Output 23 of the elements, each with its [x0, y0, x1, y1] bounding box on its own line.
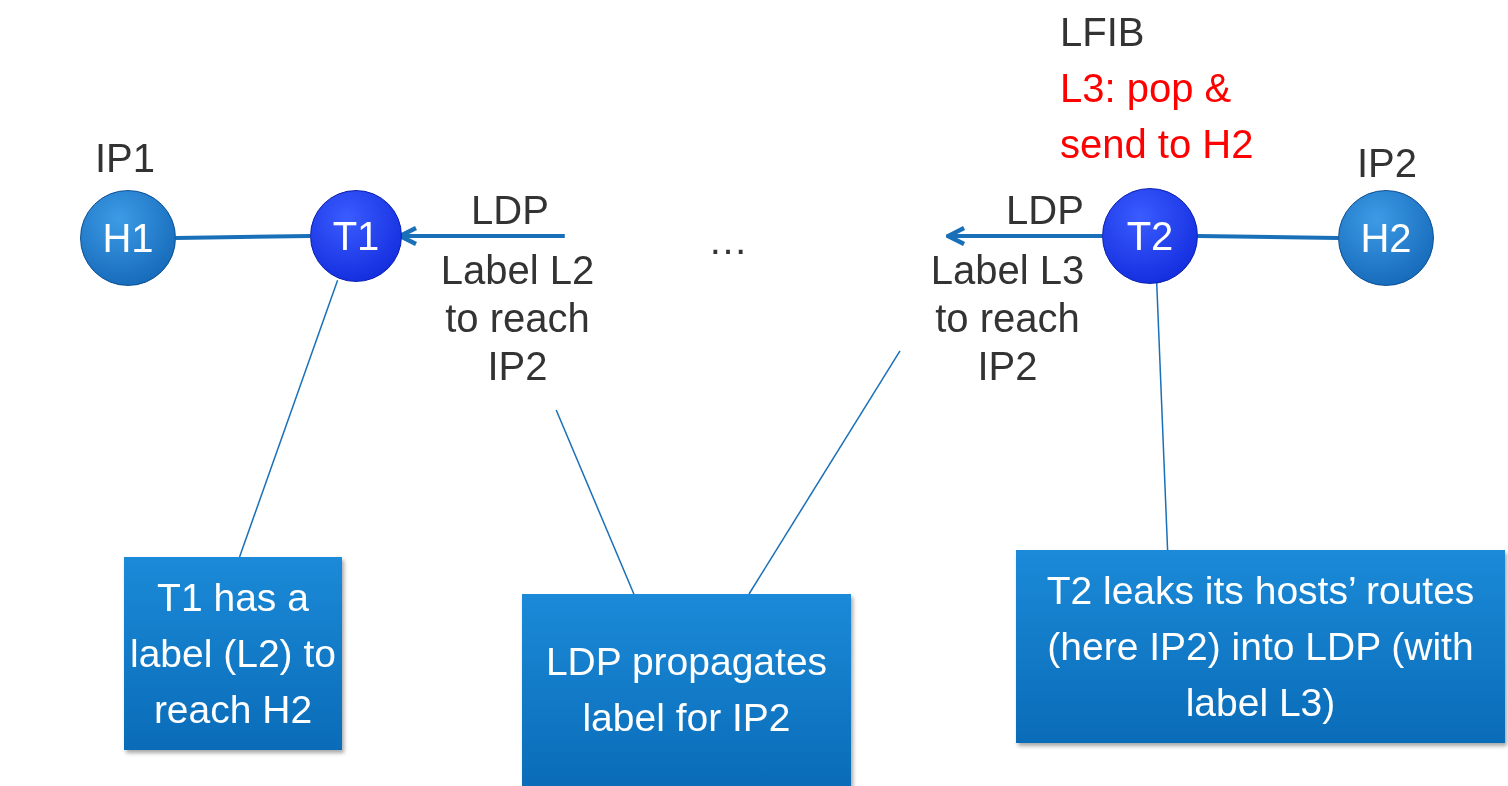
node-caption: IP1 [95, 135, 156, 182]
leader-line [1155, 282, 1169, 551]
table-entry: L3: pop & send to H2 [1060, 65, 1255, 168]
protocol-label: LDP [470, 187, 550, 234]
callout-box: LDP propagates label for IP2 [522, 594, 851, 786]
link-line [1197, 234, 1339, 240]
callout-box: T2 leaks its hosts’ routes (here IP2) into LDP (with label L3) [1016, 550, 1505, 743]
callout-box: T1 has a label (L2) to reach H2 [124, 557, 342, 750]
node-caption: LFIB [1060, 9, 1145, 56]
leader-line [238, 279, 339, 558]
leader-line [748, 350, 901, 595]
node-caption: IP2 [1357, 140, 1418, 187]
label-note: Label L3 to reach IP2 [929, 247, 1086, 390]
protocol-label: LDP [1005, 187, 1085, 234]
ellipsis-text: … [708, 217, 748, 264]
router-circle: T2 [1102, 188, 1198, 284]
label-note: Label L2 to reach IP2 [439, 247, 596, 390]
arrow [945, 225, 1102, 247]
router-circle: T1 [310, 190, 402, 282]
host-circle: H1 [80, 190, 176, 286]
host-circle: H2 [1338, 190, 1434, 286]
link-line [175, 234, 311, 240]
leader-line [555, 409, 635, 595]
